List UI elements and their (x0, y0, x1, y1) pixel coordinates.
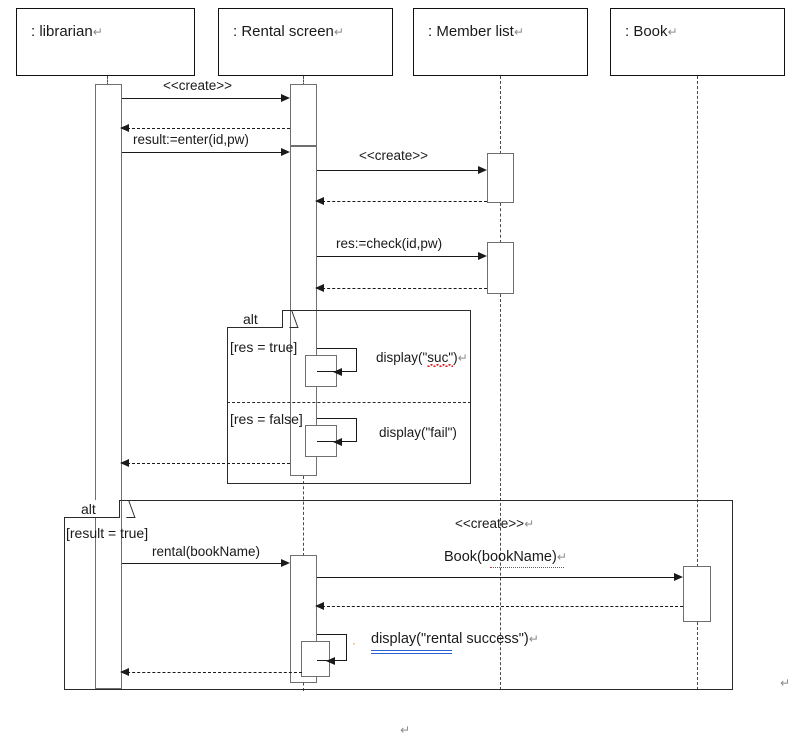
message-label-check: res:=check(id,pw) (336, 236, 443, 251)
arrowhead-return-create-rental-screen (120, 124, 129, 132)
lifeline-label-librarian: : librarian↵ (31, 23, 103, 40)
activation-librarian (95, 84, 122, 689)
activation-rental-screen-enter (290, 146, 317, 476)
arrowhead-enter (281, 148, 290, 156)
pilcrow-mark: ↵ (524, 517, 535, 531)
arrowhead-book-constructor (674, 573, 683, 581)
lifeline-line-rental-screen-d (303, 677, 304, 691)
lifeline-head-member-list[interactable]: : Member list↵ (413, 8, 588, 76)
lifeline-head-book[interactable]: : Book↵ (610, 8, 785, 76)
pilcrow-mark: ↵ (556, 550, 567, 564)
fragment-alt-rental-tab (64, 500, 120, 518)
message-line-return-create-rental-screen[interactable] (122, 128, 290, 129)
pilcrow-mark: ↵ (667, 25, 678, 39)
message-line-return-book-constructor[interactable] (317, 606, 683, 607)
fragment-alt-login-divider (227, 402, 471, 403)
lifeline-line-member-list-b (500, 203, 501, 243)
pilcrow-mark: ↵ (457, 351, 468, 365)
spellcheck-underline-bookname (490, 567, 564, 568)
arrowhead-check (478, 252, 487, 260)
fragment-alt-rental-operator: alt (81, 501, 96, 517)
lifeline-line-rental-screen-a (303, 76, 304, 86)
fragment-alt-rental-guard-true: [result = true] (66, 525, 149, 541)
message-line-return-enter[interactable] (122, 463, 290, 464)
message-label-display-suc: display("suc")↵ (376, 350, 468, 365)
activation-book-create (683, 566, 711, 622)
fragment-alt-login-operator: alt (243, 311, 258, 327)
arrowhead-return-create-member-list (315, 197, 324, 205)
arrowhead-return-check (315, 284, 324, 292)
message-line-return-create-member-list[interactable] (317, 201, 487, 202)
arrowhead-rental (281, 559, 290, 567)
grammar-underline-rental-success-b (371, 653, 452, 654)
arrowhead-return-book-constructor (315, 602, 324, 610)
message-line-return-check[interactable] (317, 288, 487, 289)
message-label-create-member-list: <<create>> (359, 148, 429, 163)
document-end-mark-bottom: ↵ (400, 723, 411, 737)
lifeline-line-book-b (697, 622, 698, 690)
fragment-alt-login-tab (227, 310, 283, 328)
lifeline-line-rental-screen-c (303, 476, 304, 556)
document-end-mark-right: ↵ (780, 676, 791, 690)
pilcrow-mark: ↵ (333, 25, 344, 39)
arrowhead-create-member-list (478, 166, 487, 174)
lifeline-line-book-a (697, 76, 698, 567)
message-label-create-rental-screen: <<create>> (163, 78, 233, 93)
message-label-book-constructor: Book(bookName)↵ (444, 549, 567, 565)
message-label-rental: rental(bookName) (152, 544, 261, 559)
pilcrow-mark: ↵ (513, 25, 524, 39)
stray-mark-orange: · (352, 636, 356, 650)
message-line-check[interactable] (317, 256, 484, 257)
activation-member-list-check (487, 242, 514, 294)
fragment-alt-login[interactable] (227, 310, 471, 484)
arrowhead-display-rental-success (326, 657, 335, 665)
lifeline-label-member-list: : Member list↵ (428, 23, 524, 40)
message-label-create-book: <<create>>↵ (455, 516, 535, 531)
fragment-alt-login-guard-false: [res = false] (230, 411, 303, 427)
lifeline-label-book: : Book↵ (625, 23, 678, 40)
fragment-alt-rental[interactable] (64, 500, 733, 690)
arrowhead-return-rental (120, 668, 129, 676)
activation-member-list-create (487, 153, 514, 203)
activation-rental-screen-display-success (301, 641, 330, 677)
message-line-enter[interactable] (122, 152, 287, 153)
lifeline-label-rental-screen: : Rental screen↵ (233, 23, 344, 40)
activation-rental-screen-create (290, 84, 317, 146)
message-label-display-fail: display("fail") (379, 425, 457, 440)
lifeline-head-librarian[interactable]: : librarian↵ (16, 8, 195, 76)
spellcheck-squiggle-suc (427, 364, 453, 367)
pilcrow-mark: ↵ (528, 632, 539, 646)
arrowhead-display-suc (333, 368, 342, 376)
message-label-display-rental-success: display("rental success")↵ (371, 631, 539, 647)
arrowhead-create-rental-screen (281, 94, 290, 102)
message-label-enter: result:=enter(id,pw) (133, 132, 249, 147)
arrowhead-return-enter (120, 459, 129, 467)
message-line-rental[interactable] (122, 563, 287, 564)
message-line-book-constructor[interactable] (317, 577, 681, 578)
message-line-create-rental-screen[interactable] (122, 98, 287, 99)
grammar-underline-rental-success-a (371, 650, 452, 651)
message-line-return-rental[interactable] (122, 672, 302, 673)
lifeline-line-librarian (107, 76, 108, 86)
arrowhead-display-fail (333, 438, 342, 446)
fragment-alt-login-guard-true: [res = true] (230, 339, 298, 355)
lifeline-head-rental-screen[interactable]: : Rental screen↵ (218, 8, 393, 76)
message-line-create-member-list[interactable] (317, 170, 484, 171)
pilcrow-mark: ↵ (92, 25, 103, 39)
lifeline-line-member-list-c (500, 294, 501, 690)
lifeline-line-member-list-a (500, 76, 501, 154)
